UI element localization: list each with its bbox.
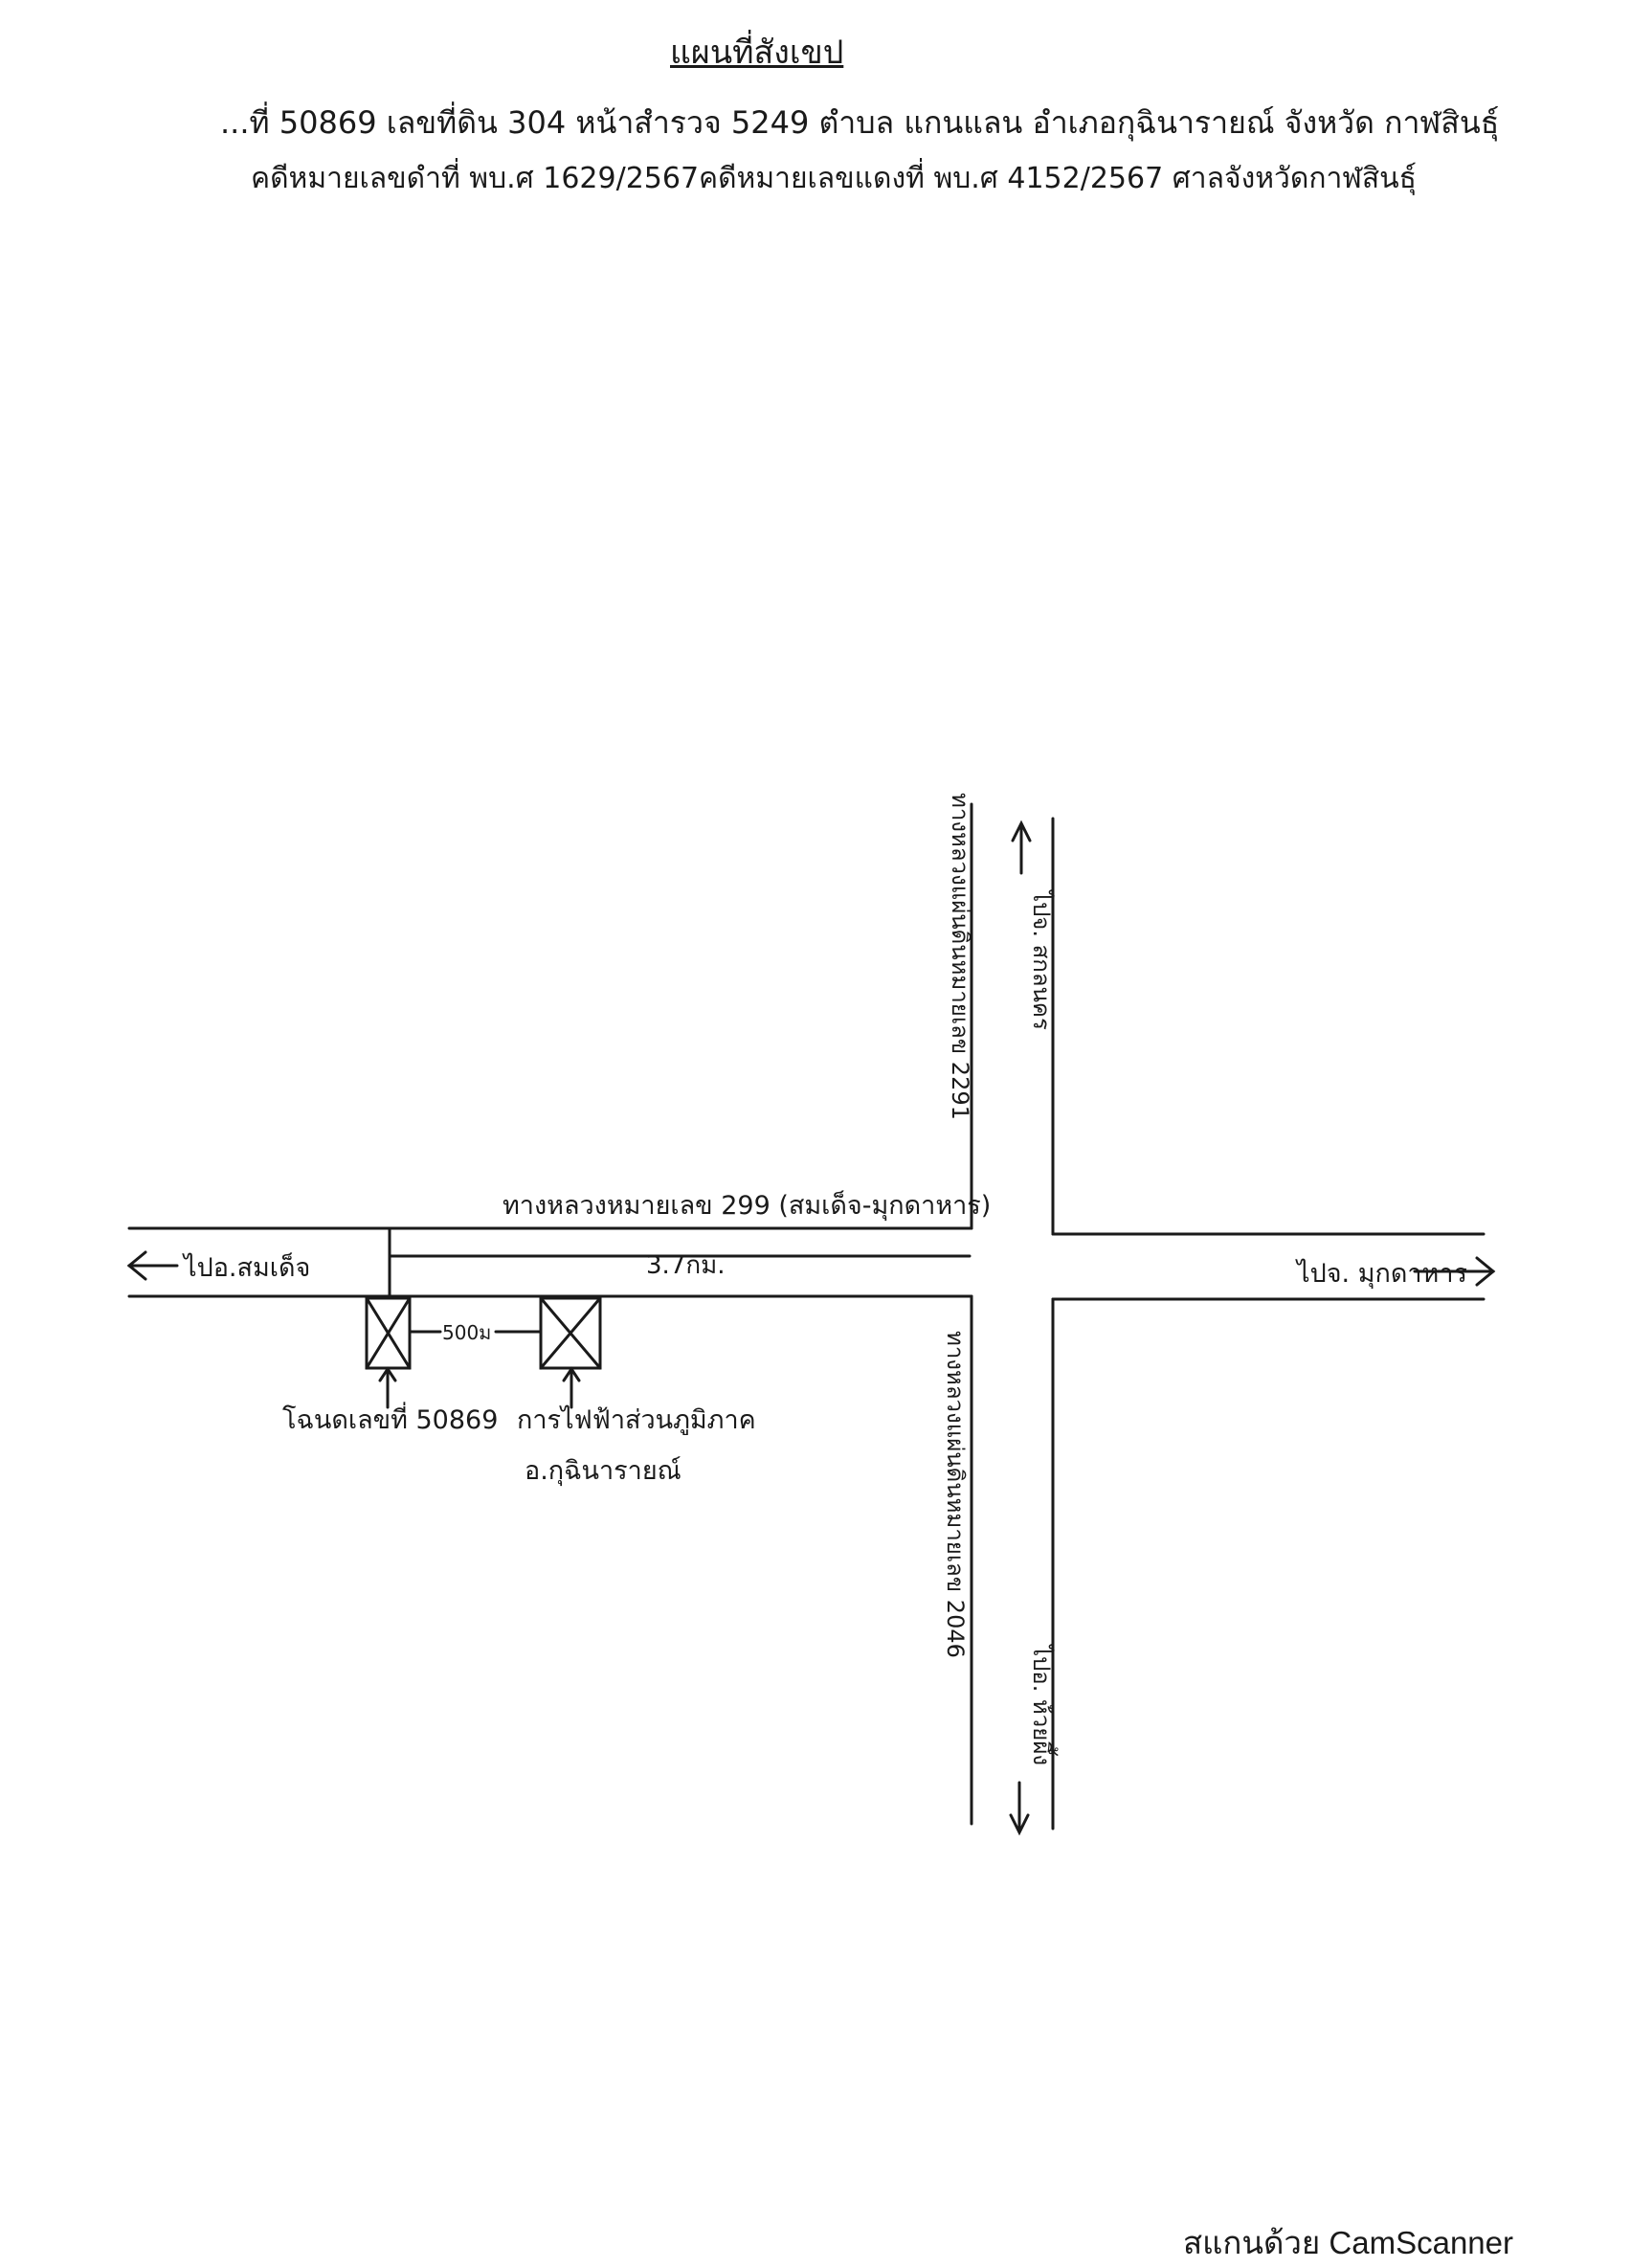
- parcel-box-cross-b: [365, 1296, 412, 1370]
- south-arrow-head: [1009, 1813, 1030, 1836]
- north-arrow-head: [1011, 820, 1032, 842]
- office-box-cross-b: [539, 1296, 602, 1370]
- red-case-number: คดีหมายเลขแดงที่ พบ.ศ 4152/2567 ศาลจังหว…: [699, 162, 1417, 195]
- office-label: การไฟฟ้าส่วนภูมิภาค: [517, 1405, 756, 1435]
- west-direction-label: ไปอ.สมเด็จ: [182, 1250, 310, 1283]
- office-district-label: อ.กุฉินารายณ์: [525, 1455, 681, 1487]
- main-road-label: ทางหลวงหมายเลข 299 (สมเด็จ-มุกดาหาร): [503, 1188, 991, 1222]
- south-road-label: ทางหลวงแผ่นดินหมายเลข 2046: [942, 1331, 969, 1658]
- parcel-pointer-arrowhead: [378, 1366, 397, 1382]
- west-arrow-head: [126, 1250, 147, 1281]
- deed-details-line: ...ที่ 50869 เลขที่ดิน 304 หน้าสำรวจ 524…: [220, 104, 1500, 141]
- north-direction-label: ไปจ. สกลนคร: [1028, 888, 1055, 1030]
- east-arrow-head: [1475, 1256, 1496, 1287]
- south-direction-label: ไปอ. ห้วยผึ้ง: [1028, 1643, 1059, 1765]
- black-case-number: คดีหมายเลขดำที่ พบ.ศ 1629/2567: [251, 162, 700, 195]
- document-title: แผนที่สังเขป: [670, 34, 844, 72]
- office-pointer-arrowhead: [562, 1366, 581, 1382]
- scanner-watermark: สแกนด้วย CamScanner: [1183, 2225, 1514, 2260]
- distance-label: 3.7กม.: [646, 1251, 726, 1280]
- east-direction-label: ไปจ. มุกดาหาร: [1295, 1259, 1467, 1290]
- parcel-label: โฉนดเลขที่ 50869: [282, 1402, 498, 1435]
- between-distance-label: 500ม: [442, 1321, 491, 1344]
- north-road-label: ทางหลวงแผ่นดินหมายเลข 2291: [947, 793, 973, 1120]
